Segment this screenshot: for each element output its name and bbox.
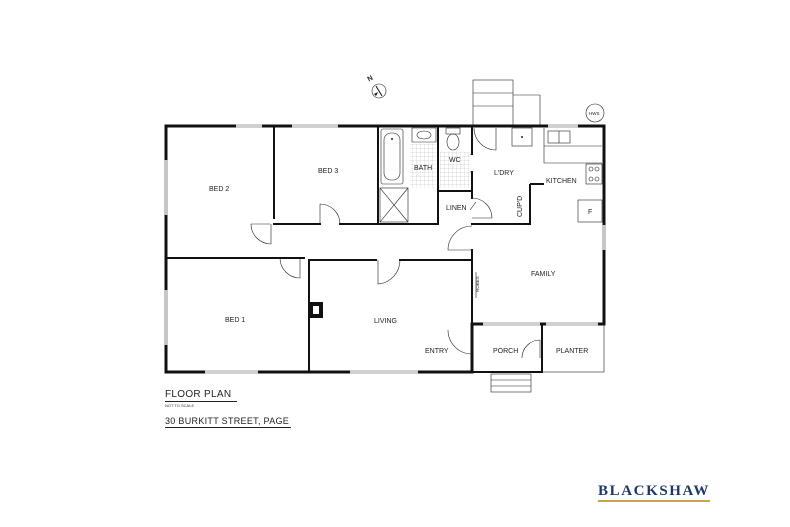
room-label-bed3: BED 3 [318,168,338,175]
room-label-linen: LINEN [446,205,467,212]
shower [379,187,409,223]
room-label-fridge: F [588,209,592,216]
room-label-family: FAMILY [531,271,556,278]
scale-note: NOT TO SCALE [165,403,195,408]
robes: ROBES [475,272,480,298]
hws-label: HWS [589,111,600,116]
agency-logo: BLACKSHAW [598,483,710,499]
toilet-cistern [445,127,461,135]
room-label-kitchen: KITCHEN [546,178,577,185]
bathroom-fixtures [379,127,470,223]
room-label-bed2: BED 2 [209,186,229,193]
bath-floor-tiles [410,144,436,188]
room-label-living: LIVING [374,318,397,325]
compass-north-label: N [367,75,375,84]
cooktop [585,163,603,185]
room-label-entry: ENTRY [425,348,449,355]
north-compass-icon: N [367,75,387,99]
room-label-wc: WC [449,157,461,164]
laundry-tub [511,127,533,147]
vanity-basin [411,127,437,143]
logo-underline [598,500,710,502]
room-label-porch: PORCH [493,348,518,355]
exterior-walls [164,124,606,374]
room-label-laundry: L'DRY [494,170,514,177]
floor-plan-title: FLOOR PLAN [165,389,232,400]
interior-walls [165,125,544,373]
wc-floor-tiles [440,152,470,188]
room-label-cupboard: CUP'D [517,196,524,217]
room-labels: BED 2 BED 3 BATH WC L'DRY KITCHEN LINEN … [209,157,592,355]
fridge-space [577,199,603,223]
room-label-planter: PLANTER [556,348,588,355]
kitchen-fittings [543,128,603,223]
bathtub [380,128,404,185]
property-address: 30 BURKITT STREET, PAGE [165,416,290,426]
fireplace-icon [309,302,323,318]
windows [164,124,606,374]
room-label-bath: BATH [414,165,432,172]
hot-water-system-icon: HWS [585,103,605,123]
front-steps [490,373,532,393]
robes-label: ROBES [475,276,480,292]
rear-steps [472,79,541,127]
title-underline [165,401,237,402]
room-label-bed1: BED 1 [225,317,245,324]
address-underline [165,427,291,428]
toilet-bowl [446,133,460,151]
